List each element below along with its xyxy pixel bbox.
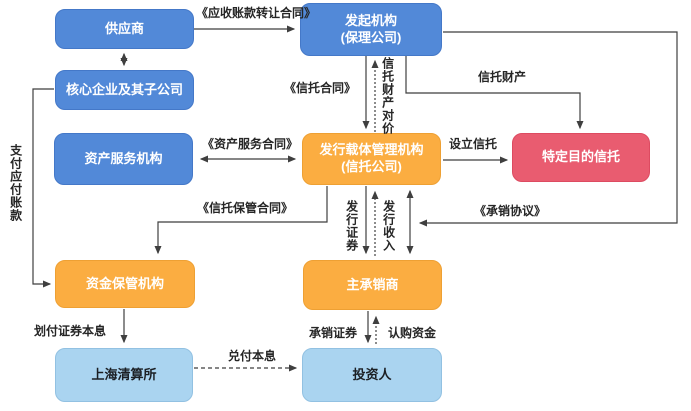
node-special-purpose-trust-label: 特定目的信托 bbox=[541, 149, 620, 165]
label-pay-accounts-payable: 支付应付账款 bbox=[8, 144, 23, 222]
node-originator-line2: (保理公司) bbox=[340, 29, 402, 45]
node-investors-label: 投资人 bbox=[352, 366, 392, 382]
label-transfer-principal-interest: 划付证券本息 bbox=[33, 324, 106, 338]
label-trust-property: 信托财产 bbox=[477, 70, 526, 84]
node-lead-underwriter: 主承销商 bbox=[303, 260, 442, 310]
label-trust-custody-contract: 《信托保管合同》 bbox=[197, 201, 294, 215]
node-issuer-manager: 发行载体管理机构 (信托公司) bbox=[302, 133, 441, 185]
node-asset-servicer: 资产服务机构 bbox=[54, 133, 193, 185]
edge-underwriting-agreement bbox=[418, 31, 678, 227]
edge-trust-custody-contract bbox=[154, 186, 328, 255]
node-core-enterprise: 核心企业及其子公司 bbox=[55, 70, 194, 110]
label-underwrite-securities: 承销证券 bbox=[308, 326, 357, 340]
label-subscription-funds: 认购资金 bbox=[387, 326, 436, 340]
node-special-purpose-trust: 特定目的信托 bbox=[512, 133, 650, 182]
label-issuance-proceeds: 发行收入 bbox=[381, 200, 396, 252]
label-redeem-principal-interest: 兑付本息 bbox=[227, 349, 276, 363]
node-shanghai-clearing-house-label: 上海清算所 bbox=[91, 366, 157, 382]
label-asset-service-contract: 《资产服务合同》 bbox=[202, 137, 299, 151]
label-trust-property-consideration: 信托财产对价 bbox=[380, 57, 395, 135]
edge-pay-accounts-payable bbox=[32, 88, 54, 288]
node-supplier-label: 供应商 bbox=[104, 20, 144, 36]
label-establish-trust: 设立信托 bbox=[448, 137, 497, 151]
node-originator-line1: 发起机构 bbox=[344, 12, 397, 28]
label-issue-securities: 发行证券 bbox=[344, 200, 359, 252]
node-fund-custodian: 资金保管机构 bbox=[55, 260, 195, 308]
node-shanghai-clearing-house: 上海清算所 bbox=[55, 348, 193, 402]
node-fund-custodian-label: 资金保管机构 bbox=[85, 275, 164, 291]
node-core-enterprise-label: 核心企业及其子公司 bbox=[65, 81, 183, 97]
label-receivables-transfer-contract: 《应收账款转让合同》 bbox=[196, 6, 317, 20]
node-asset-servicer-label: 资产服务机构 bbox=[84, 150, 163, 166]
node-supplier: 供应商 bbox=[55, 9, 194, 49]
node-issuer-manager-line1: 发行载体管理机构 bbox=[319, 142, 424, 158]
label-underwriting-agreement: 《承销协议》 bbox=[474, 204, 547, 218]
label-trust-contract: 《信托合同》 bbox=[284, 81, 357, 95]
node-issuer-manager-line2: (信托公司) bbox=[341, 159, 402, 174]
node-investors: 投资人 bbox=[302, 348, 442, 402]
node-originator: 发起机构 (保理公司) bbox=[300, 3, 442, 56]
node-lead-underwriter-label: 主承销商 bbox=[346, 276, 399, 292]
edge-trust-property bbox=[405, 56, 584, 130]
